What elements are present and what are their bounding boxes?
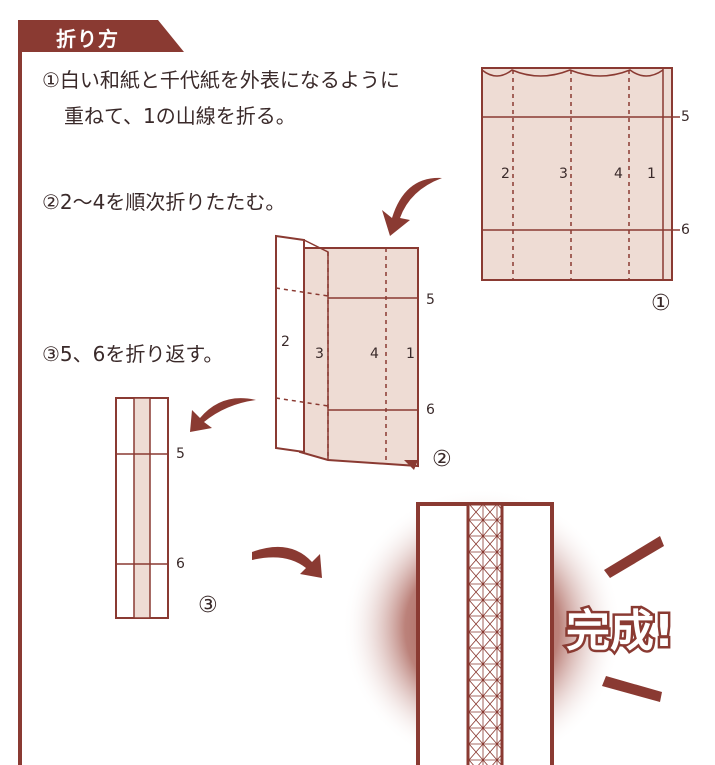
- step-1-text-line1: ①白い和紙と千代紙を外表になるように: [42, 68, 400, 92]
- completion-text: 完成!: [566, 606, 674, 657]
- fig1-label-3: 3: [559, 166, 568, 182]
- fig1-number: ①: [651, 291, 671, 316]
- step-3-text: ③5、6を折り返す。: [42, 342, 224, 366]
- section-title: 折り方: [56, 27, 119, 51]
- curved-arrow-icon: [252, 546, 322, 578]
- fig3-number: ③: [198, 593, 218, 618]
- fig2-label-5: 5: [426, 292, 435, 308]
- fig1-label-4: 4: [614, 166, 623, 182]
- fig2-label-1: 1: [406, 346, 415, 362]
- fig2-label-2: 2: [281, 334, 290, 350]
- fig2-label-4: 4: [370, 346, 379, 362]
- fig3-label-6: 6: [176, 556, 185, 572]
- figure-3: 5 6 ③: [115, 397, 218, 619]
- curved-arrow-icon: [382, 177, 442, 236]
- fig1-label-5: 5: [681, 109, 690, 125]
- curved-arrow-icon: [190, 398, 256, 432]
- fig3-label-5: 5: [176, 446, 185, 462]
- burst-lines-icon: [602, 676, 662, 702]
- step-2-text: ②2〜4を順次折りたたむ。: [42, 190, 286, 214]
- section-tab: 折り方: [18, 20, 184, 52]
- fig1-label-2: 2: [501, 166, 510, 182]
- burst-lines-icon: [604, 536, 664, 578]
- finished-product: 完成!: [342, 488, 677, 765]
- fig2-number: ②: [432, 447, 452, 472]
- figure-1: 2 3 4 1 5 6 ①: [481, 67, 690, 316]
- figure-2: 2 3 4 1 5 6 ②: [275, 234, 452, 472]
- fig1-label-6: 6: [681, 222, 690, 238]
- asanoha-pattern: [466, 502, 504, 765]
- step-1-text-line2: 重ねて、1の山線を折る。: [64, 104, 296, 128]
- fig1-label-1: 1: [647, 166, 656, 182]
- fig2-label-6: 6: [426, 402, 435, 418]
- fig2-label-3: 3: [315, 346, 324, 362]
